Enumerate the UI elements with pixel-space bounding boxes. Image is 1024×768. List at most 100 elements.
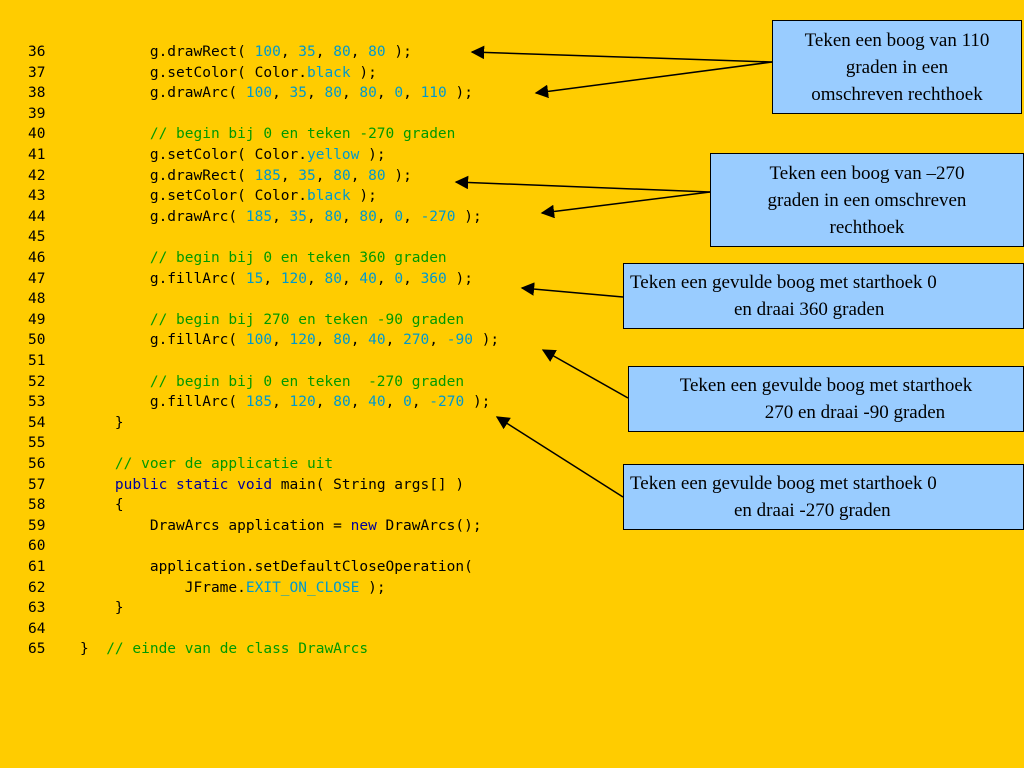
code-token: ); — [455, 208, 482, 225]
line-number: 58 — [28, 497, 46, 514]
code-number: 40 — [359, 270, 377, 287]
code-number: 35 — [289, 85, 308, 102]
code-token: , — [272, 85, 290, 102]
code-text: g.setColor( Color.black ); — [80, 63, 377, 83]
callout-text-line: rechthoek — [829, 216, 905, 238]
code-text: g.fillArc( 100, 120, 80, 40, 270, -90 ); — [80, 330, 499, 350]
code-token: } — [80, 600, 124, 617]
line-number: 46 — [28, 250, 46, 266]
code-text: // begin bij 270 en teken -90 graden — [80, 310, 464, 330]
code-token: g.fillArc( — [80, 394, 246, 411]
code-token: } — [80, 641, 107, 658]
callout-text-line: 270 en draai -90 graden — [764, 402, 946, 423]
arrow-to-line-53 — [495, 416, 624, 498]
callout-text-line: Teken een boog van –270 — [769, 162, 965, 184]
code-text: } — [80, 598, 124, 618]
code-token: ); — [446, 85, 473, 102]
code-token: { — [80, 497, 124, 514]
code-token: , — [376, 85, 395, 102]
line-number: 36 — [28, 44, 46, 60]
code-number: 80 — [368, 44, 386, 60]
callout-fill-arc-360: Teken een gevulde boog met starthoek 0 e… — [623, 263, 1024, 329]
line-number: 63 — [28, 600, 46, 617]
code-token: , — [411, 394, 430, 411]
code-token: ); — [472, 332, 500, 349]
arrow-to-line-38 — [534, 61, 773, 99]
code-number: 100 — [245, 332, 273, 349]
code-token: g.drawArc( — [80, 85, 246, 102]
code-token: , — [315, 394, 334, 411]
code-number: 0 — [394, 85, 404, 102]
code-text: // begin bij 0 en teken -270 graden — [80, 372, 464, 392]
code-comment: // begin bij 0 en teken -270 graden — [80, 126, 456, 143]
line-number: 65 — [28, 641, 46, 658]
callout-fill-arc-270-minus-90: Teken een gevulde boog met starthoek 270… — [628, 366, 1024, 432]
line-number: 41 — [28, 147, 46, 163]
code-number: 100 — [254, 44, 281, 60]
code-token: , — [376, 208, 395, 225]
code-number: 40 — [368, 332, 386, 349]
line-number: 54 — [28, 414, 46, 431]
code-keyword: public static void — [114, 476, 273, 493]
line-number: 45 — [28, 229, 46, 246]
code-token: ); — [446, 270, 473, 287]
code-number: 100 — [245, 85, 273, 102]
code-token: } — [80, 414, 124, 431]
code-constant: black — [306, 64, 351, 81]
code-text: g.drawArc( 100, 35, 80, 80, 0, 110 ); — [80, 83, 473, 103]
code-token: , — [341, 208, 360, 225]
code-number: 80 — [368, 167, 386, 184]
code-number: 185 — [254, 167, 281, 184]
code-text: g.drawRect( 100, 35, 80, 80 ); — [80, 42, 412, 62]
code-number: 80 — [333, 394, 351, 411]
callout-text-line: en draai -270 graden — [734, 500, 891, 521]
code-number: 110 — [420, 85, 447, 102]
line-number: 37 — [28, 64, 46, 81]
code-comment: // begin bij 0 en teken -270 graden — [80, 373, 465, 390]
code-number: 185 — [245, 394, 273, 411]
code-token: g.drawRect( — [80, 44, 255, 60]
line-number: 44 — [28, 208, 46, 225]
code-number: 0 — [394, 270, 404, 287]
code-number: 35 — [289, 208, 308, 225]
callout-text-line: Teken een gevulde boog met starthoek 0 — [630, 272, 937, 293]
code-number: 120 — [289, 332, 316, 349]
code-token: ); — [385, 167, 412, 184]
callout-arc-110: Teken een boog van 110 graden in een oms… — [772, 20, 1022, 114]
code-token: , — [429, 332, 447, 349]
code-token: , — [272, 332, 290, 349]
code-text: g.fillArc( 185, 120, 80, 40, 0, -270 ); — [80, 392, 491, 412]
code-token: g.fillArc( — [80, 270, 246, 287]
line-number: 64 — [28, 620, 46, 637]
code-text: JFrame.EXIT_ON_CLOSE ); — [80, 578, 386, 598]
line-number: 40 — [28, 126, 46, 143]
code-token: , — [403, 208, 421, 225]
code-token: , — [280, 167, 299, 184]
line-number: 47 — [28, 270, 46, 287]
line-number: 60 — [28, 538, 46, 555]
code-token: , — [403, 85, 421, 102]
code-text: application.setDefaultCloseOperation( — [80, 557, 473, 577]
arrow-to-line-47 — [520, 282, 624, 298]
callout-text-line: Teken een gevulde boog met starthoek — [679, 375, 973, 396]
line-number: 39 — [28, 105, 46, 122]
code-token: g.drawArc( — [80, 208, 246, 225]
code-number: 185 — [245, 208, 273, 225]
code-token: , — [350, 332, 369, 349]
code-token: g.setColor( Color. — [80, 188, 307, 205]
code-token: , — [350, 394, 369, 411]
callout-text-line: Teken een boog van 110 — [804, 29, 990, 51]
code-text: } — [80, 413, 124, 433]
line-number: 62 — [28, 579, 46, 596]
code-number: 15 — [245, 270, 264, 287]
code-token: g.setColor( Color. — [80, 64, 307, 81]
code-number: 80 — [324, 85, 342, 102]
code-text: // voer de applicatie uit — [80, 454, 333, 474]
code-token: , — [307, 270, 325, 287]
line-number: 50 — [28, 332, 46, 349]
code-comment: // begin bij 270 en teken -90 graden — [80, 311, 465, 328]
code-number: 35 — [298, 167, 316, 184]
code-token: application.setDefaultCloseOperation( — [80, 559, 473, 575]
code-token: , — [385, 394, 404, 411]
code-number: -270 — [429, 394, 465, 411]
